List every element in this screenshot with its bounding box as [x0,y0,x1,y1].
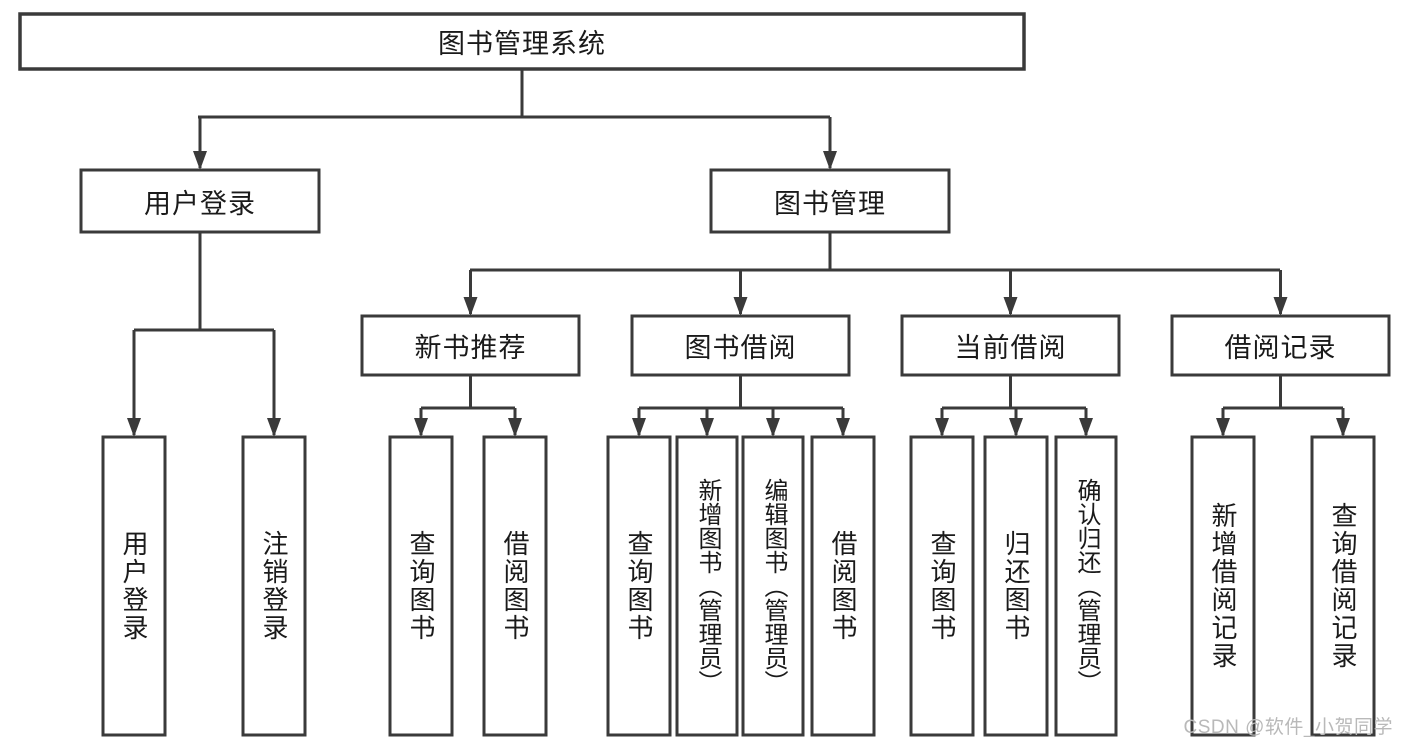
node-box-user-login[interactable] [79,168,321,234]
node-box-leaf-add-book-admin[interactable] [675,435,739,737]
node-box-leaf-edit-book-admin[interactable] [741,435,805,737]
node-boxes-layer [18,12,1391,737]
node-box-leaf-return-book[interactable] [983,435,1049,737]
node-box-leaf-borrow-book-recommend[interactable] [482,435,548,737]
watermark-text: CSDN @软件_小贺同学 [1183,717,1393,738]
node-box-leaf-logout[interactable] [241,435,307,737]
node-box-book-management[interactable] [709,168,951,234]
node-box-root[interactable] [18,12,1026,71]
node-box-leaf-query-book-current[interactable] [909,435,975,737]
arrowheads-layer [127,151,1350,437]
edges-layer [132,69,1345,435]
node-box-leaf-borrow-book[interactable] [810,435,876,737]
node-box-leaf-confirm-return-admin[interactable] [1054,435,1118,737]
node-box-new-book-recommend[interactable] [360,314,581,377]
node-box-leaf-user-login[interactable] [101,435,167,737]
node-box-current-borrow[interactable] [900,314,1121,377]
node-box-leaf-query-borrow-record[interactable] [1310,435,1376,737]
node-box-leaf-add-borrow-record[interactable] [1190,435,1256,737]
node-box-leaf-query-book-recommend[interactable] [388,435,454,737]
node-box-borrow-record[interactable] [1170,314,1391,377]
node-box-leaf-query-book-borrow[interactable] [606,435,672,737]
node-box-book-borrow[interactable] [630,314,851,377]
